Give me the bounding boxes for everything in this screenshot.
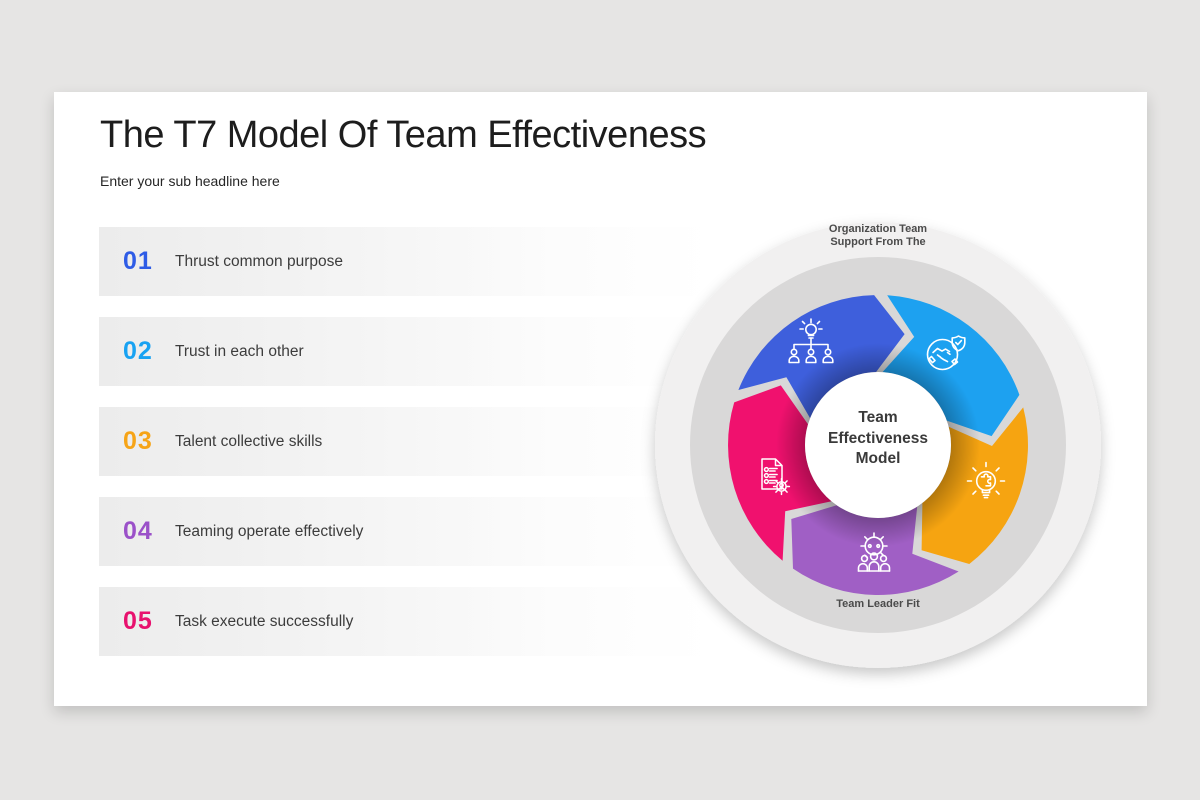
list-item: 04 Teaming operate effectively [99, 497, 713, 566]
idea-org-chart-icon [788, 318, 834, 364]
page-title: The T7 Model Of Team Effectiveness [100, 114, 707, 156]
list-item-number: 04 [123, 517, 153, 545]
list-item-number: 01 [123, 247, 153, 275]
wheel-top-label: Organization Team Support From The [653, 223, 1103, 249]
list-item-number: 05 [123, 607, 153, 635]
list-item: 01 Thrust common purpose [99, 227, 713, 296]
wheel-center-line2: Effectiveness [828, 429, 928, 447]
slide-card: The T7 Model Of Team Effectiveness Enter… [54, 92, 1147, 706]
wheel-center-label: Team Effectiveness Model [798, 408, 958, 470]
list-item-label: Teaming operate effectively [175, 522, 364, 540]
wheel-top-label-line1: Organization Team [828, 223, 928, 235]
list-item: 05 Task execute successfully [99, 587, 713, 656]
gear-team-icon [857, 532, 891, 572]
wheel-center-line1: Team [858, 409, 898, 426]
wheel-bottom-label: Team Leader Fit [836, 598, 920, 610]
list-item-label: Thrust common purpose [175, 252, 343, 270]
list-item-label: Trust in each other [175, 342, 304, 360]
checklist-gear-icon [761, 458, 791, 496]
wheel-top-label-line2: Support From The [830, 236, 926, 249]
segment-talent-bulb [921, 407, 1028, 564]
list-item: 03 Talent collective skills [99, 407, 713, 476]
list-item-number: 02 [123, 337, 153, 365]
wheel-graphic [655, 222, 1101, 668]
list-item: 02 Trust in each other [99, 317, 713, 386]
list-item-number: 03 [123, 427, 153, 455]
center-circle [805, 372, 951, 518]
wheel-center-line3: Model [855, 450, 901, 468]
list-item-label: Talent collective skills [175, 432, 323, 450]
segment-trust-handshake [882, 295, 1020, 437]
page-subtitle: Enter your sub headline here [100, 173, 280, 189]
segment-organization-idea [738, 295, 905, 419]
list-item-label: Task execute successfully [175, 612, 354, 630]
bulb-puzzle-icon [966, 461, 1006, 499]
handshake-shield-icon [926, 335, 966, 371]
team-effectiveness-wheel: Organization Team Support From The Team … [653, 220, 1103, 670]
